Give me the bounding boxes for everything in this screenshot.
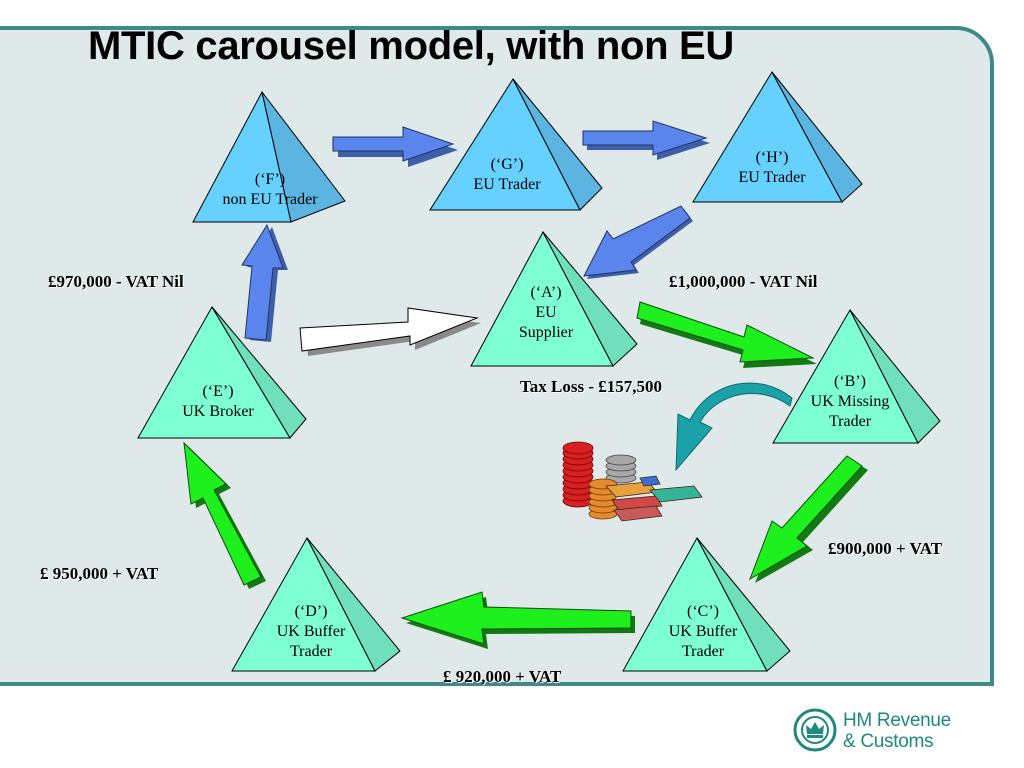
slide-title: MTIC carousel model, with non EU: [88, 24, 735, 68]
node-a-label: (‘A’) EU Supplier: [496, 283, 596, 343]
node-g-label: (‘G’) EU Trader: [447, 155, 567, 195]
node-c-line2: Trader: [681, 643, 725, 660]
amount-d-to-e: £ 950,000 + VAT: [40, 564, 159, 583]
node-h-id: (‘H’): [755, 149, 789, 166]
hmrc-logo-text: HM Revenue & Customs: [843, 710, 951, 752]
pyramid-b: [772, 308, 941, 444]
node-b-label: (‘B’) UK Missing Trader: [790, 372, 910, 432]
node-d-id: (‘D’): [294, 603, 328, 620]
node-f-line1: non EU Trader: [222, 191, 318, 208]
node-h-line1: EU Trader: [738, 169, 806, 186]
pyramid-f: [192, 90, 346, 223]
arrow-c-to-d: [400, 591, 635, 649]
node-a-id: (‘A’): [530, 284, 562, 301]
logo-line1: HM Revenue: [843, 710, 951, 731]
node-c-label: (‘C’) UK Buffer Trader: [643, 602, 763, 662]
node-f-label: (‘F’) non EU Trader: [195, 170, 345, 210]
node-b-line2: Trader: [828, 413, 872, 430]
coin-stacks-icon: [562, 441, 703, 522]
pyramid-h: [692, 70, 863, 203]
node-h-label: (‘H’) EU Trader: [712, 148, 832, 188]
pyramid-c: [622, 536, 791, 672]
crown-crest-icon: [793, 708, 837, 752]
tax-loss-label: Tax Loss - £157,500: [520, 377, 663, 396]
node-e-id: (‘E’): [202, 383, 234, 400]
node-f-id: (‘F’): [254, 171, 286, 188]
arrow-e-to-f: [241, 223, 288, 342]
arrow-d-to-e: [183, 441, 266, 589]
amount-b-to-c: £900,000 + VAT: [828, 539, 943, 558]
arrow-g-to-h: [582, 120, 710, 160]
node-d-label: (‘D’) UK Buffer Trader: [251, 602, 371, 662]
node-a-line2: Supplier: [518, 324, 574, 341]
logo-line2: & Customs: [843, 731, 934, 752]
amount-e-to-f: £970,000 - VAT Nil: [48, 272, 184, 291]
arrow-f-to-g: [332, 126, 458, 167]
arrow-h-to-a: [583, 205, 693, 279]
arrow-a-to-b: [636, 301, 817, 368]
pyramid-a: [470, 230, 638, 367]
amount-a-to-b: £1,000,000 - VAT Nil: [669, 272, 818, 291]
node-b-id: (‘B’): [834, 373, 866, 390]
node-e-label: (‘E’) UK Broker: [158, 382, 278, 422]
node-g-line1: EU Trader: [473, 176, 541, 193]
node-d-line1: UK Buffer: [276, 623, 346, 640]
pyramid-d: [231, 536, 401, 672]
node-d-line2: Trader: [289, 643, 333, 660]
arrow-e-to-a: [299, 307, 481, 356]
node-b-line1: UK Missing: [810, 393, 890, 410]
node-c-line1: UK Buffer: [668, 623, 738, 640]
tax-loss-curved-arrow: [675, 382, 793, 472]
pyramid-e: [137, 306, 307, 439]
node-g-id: (‘G’): [490, 156, 524, 173]
node-a-line1: EU: [535, 304, 557, 321]
pyramid-g: [429, 77, 603, 211]
node-e-line1: UK Broker: [182, 403, 254, 420]
node-c-id: (‘C’): [687, 603, 719, 620]
arrow-b-to-c: [749, 455, 868, 583]
amount-c-to-d: £ 920,000 + VAT: [443, 667, 562, 686]
